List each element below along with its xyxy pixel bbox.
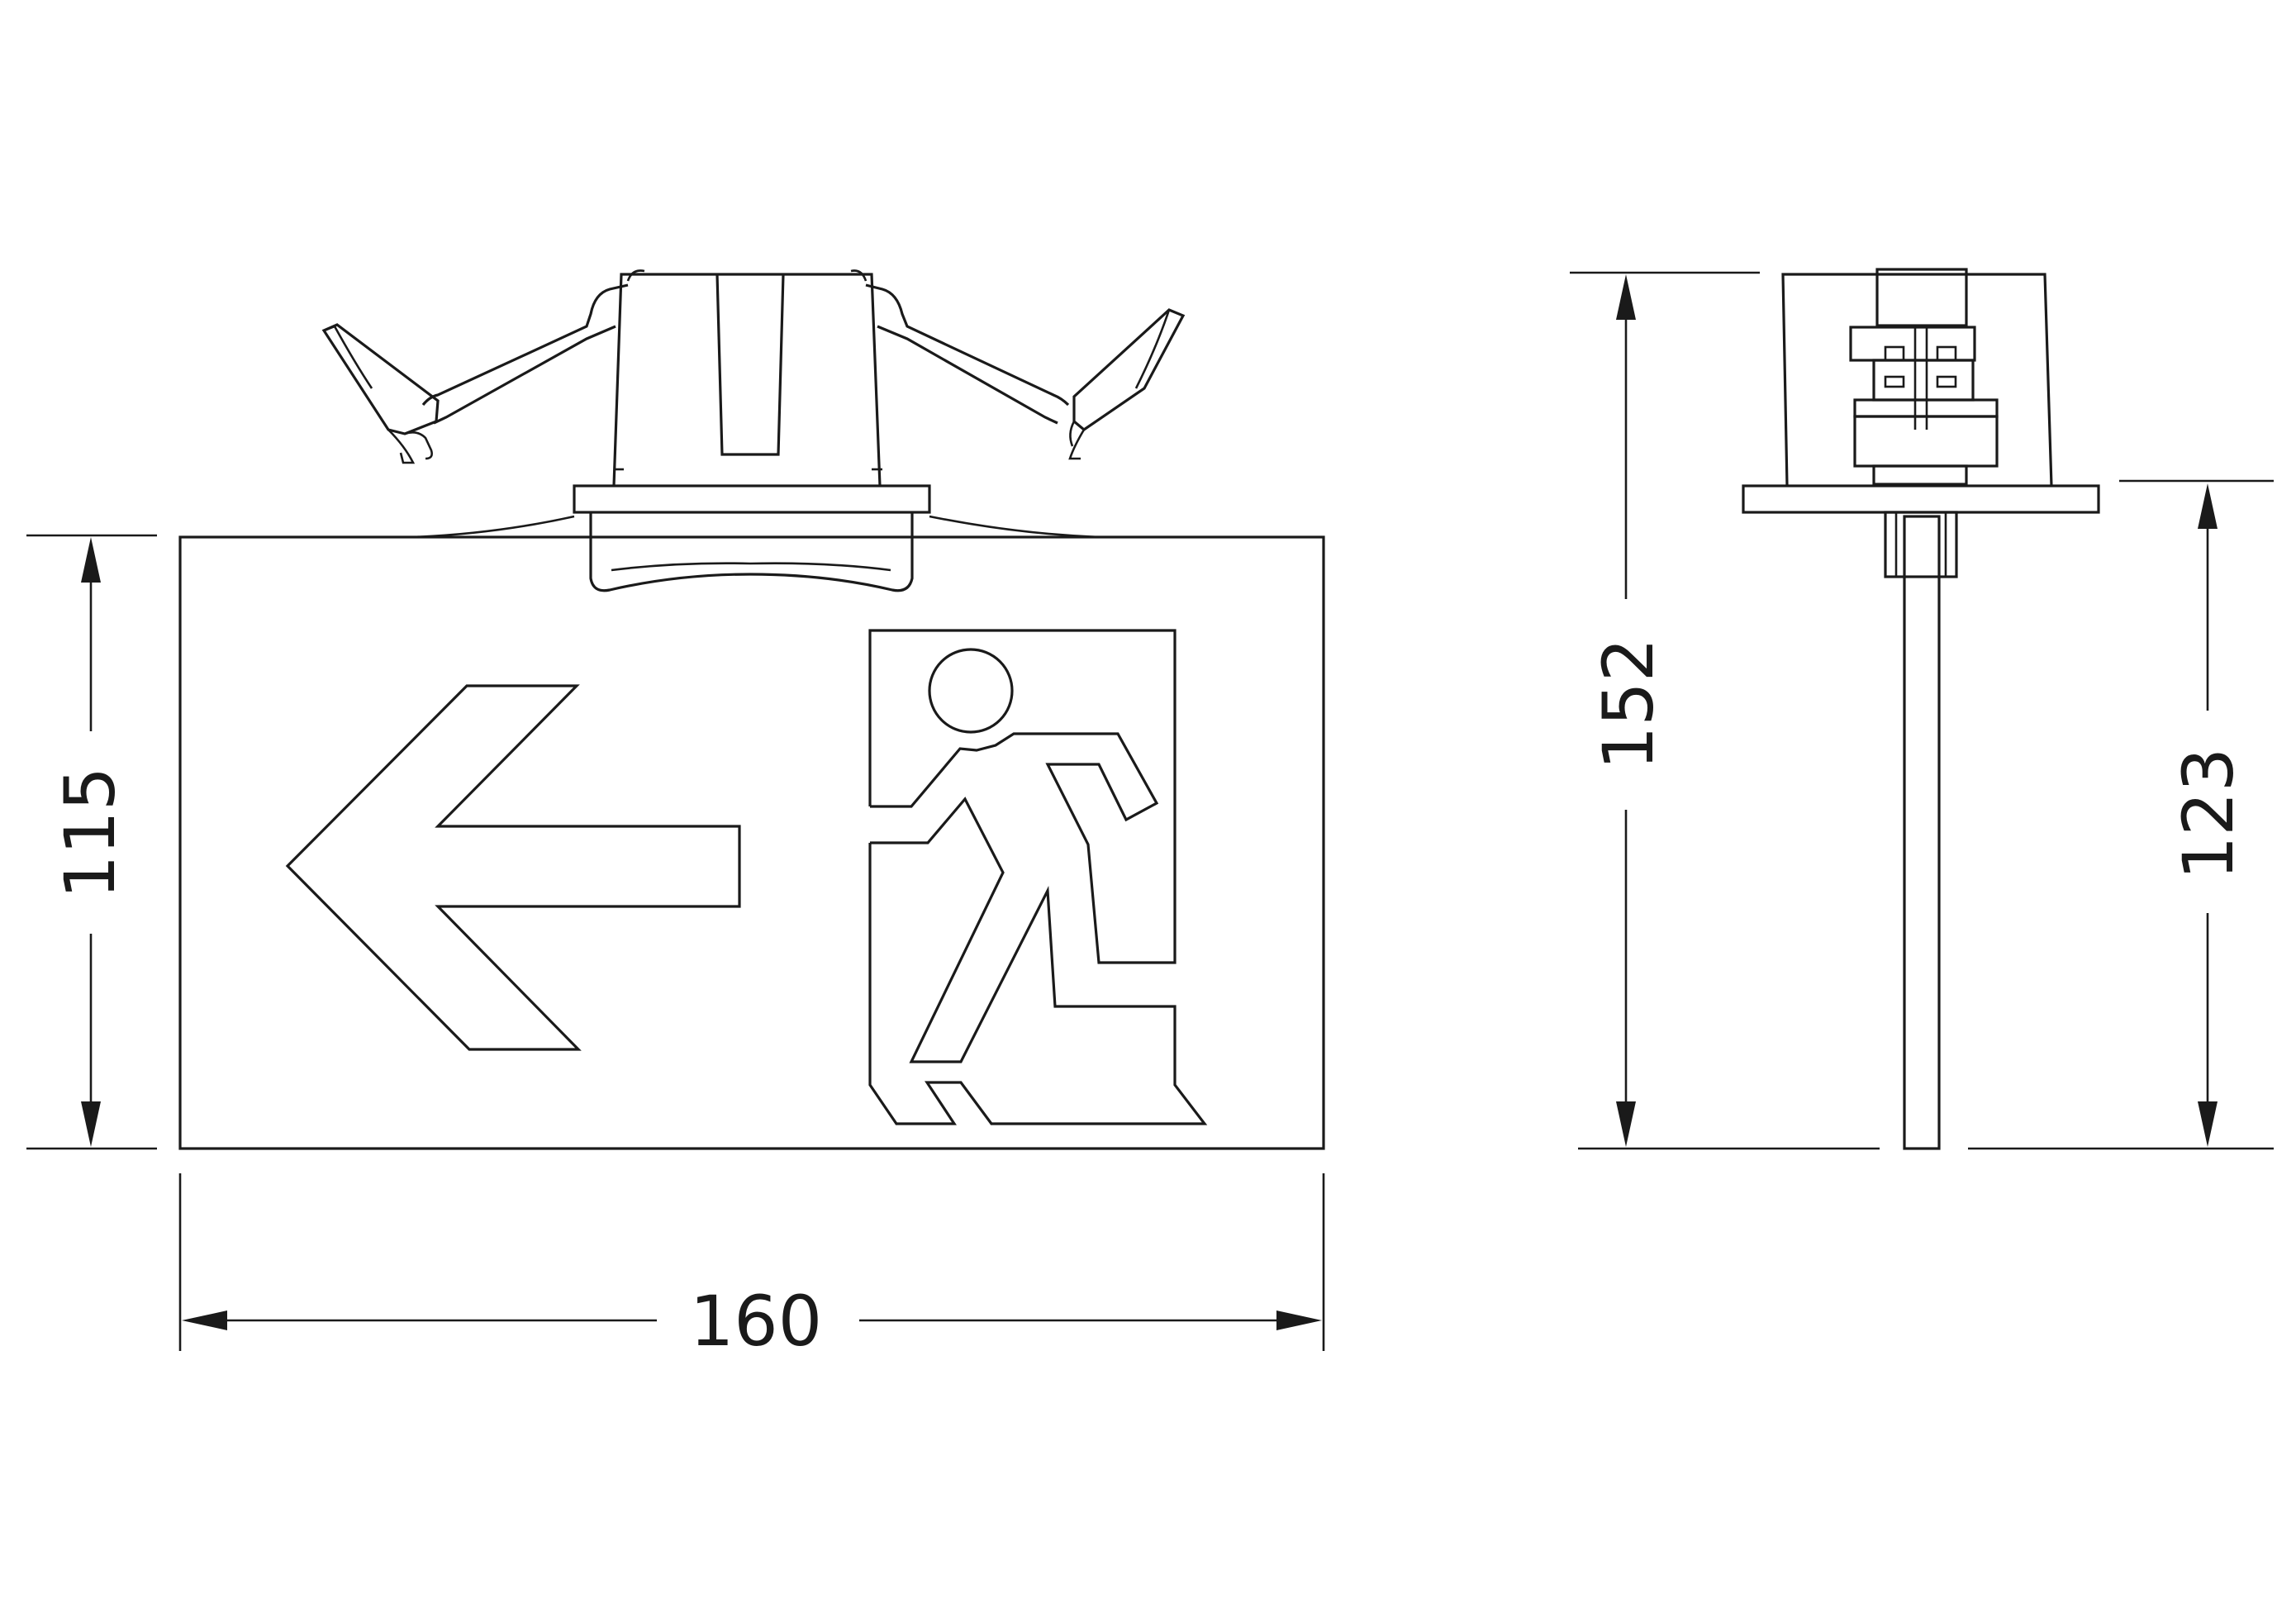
sign-panel	[178, 535, 1325, 1150]
side-stem-top	[1884, 511, 1958, 578]
running-man-figure	[859, 620, 1208, 1125]
dimension-label-115: 115	[50, 767, 131, 899]
dimension-height-front: 115	[26, 534, 157, 1150]
dimension-label-123: 123	[2168, 748, 2249, 880]
dimension-width: 160	[178, 1173, 1325, 1362]
side-panel-edge	[1903, 515, 1941, 1150]
dimension-height-total: 152	[1570, 271, 1880, 1150]
dimension-label-160: 160	[690, 1281, 822, 1362]
direction-arrow-pictogram	[285, 684, 741, 1051]
dimension-height-side: 123	[1968, 479, 2274, 1150]
terminal-block	[1849, 268, 1999, 486]
dimension-label-152: 152	[1588, 638, 1669, 770]
recessed-housing	[321, 269, 1186, 592]
side-flange	[1742, 484, 2100, 514]
side-housing	[1781, 273, 2053, 487]
side-view	[1742, 268, 2100, 1150]
